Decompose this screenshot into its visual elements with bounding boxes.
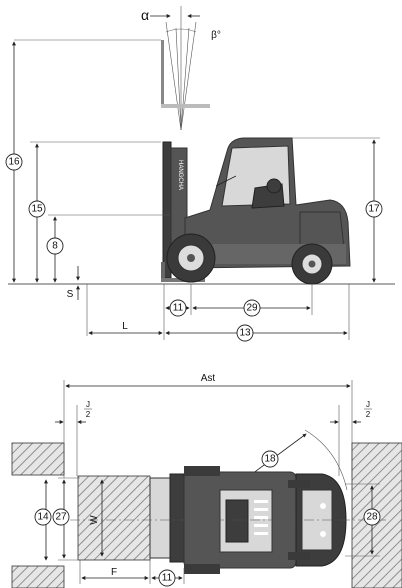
svg-text:16: 16 [8, 157, 20, 168]
dim-11-side: 11 [165, 299, 190, 317]
svg-text:2: 2 [86, 410, 91, 419]
wall-left-bottom [11, 565, 65, 588]
brand-text: HANGCHA [177, 160, 183, 190]
dim-27: 27 [52, 477, 80, 561]
wall-left-top [11, 442, 65, 476]
svg-text:13: 13 [239, 328, 251, 339]
svg-text:L: L [122, 321, 128, 332]
dim-14: 14 [34, 479, 52, 561]
dim-13: 13 [165, 324, 348, 342]
svg-text:11: 11 [173, 303, 184, 314]
svg-text:2: 2 [366, 410, 371, 419]
svg-text:W: W [89, 515, 100, 525]
svg-text:J: J [366, 400, 370, 409]
dim-s: S [67, 266, 80, 300]
top-view: Ast J 2 J 2 18 [11, 373, 402, 588]
alpha-label: α [141, 7, 149, 23]
turning-arc [304, 429, 348, 491]
svg-text:F: F [111, 567, 117, 578]
dim-29: 29 [192, 299, 311, 317]
svg-text:15: 15 [31, 204, 43, 215]
svg-text:S: S [67, 289, 74, 300]
raised-forks [14, 39, 210, 143]
pallet-load [77, 475, 151, 561]
rear-wheel [291, 243, 333, 285]
dim-L: L [88, 321, 163, 335]
svg-text:29: 29 [246, 303, 258, 314]
dim-28: 28 [345, 483, 381, 557]
dim-11-top: 11 [151, 568, 185, 587]
dim-j2-left: J 2 [55, 400, 92, 476]
svg-text:J: J [86, 400, 90, 409]
svg-text:18: 18 [264, 454, 276, 465]
dim-j2-right: J 2 [330, 400, 372, 476]
beta-label: β° [211, 30, 221, 41]
dim-15: 15 [28, 143, 46, 283]
dim-16: 16 [5, 41, 23, 283]
svg-text:28: 28 [366, 512, 378, 523]
dim-17: 17 [292, 137, 383, 283]
tilt-angle-lines: α β° [141, 6, 221, 131]
dim-8: 8 [46, 214, 170, 283]
side-view: α β° HANGCHA [5, 6, 395, 342]
svg-text:27: 27 [55, 512, 67, 523]
dim-ast: Ast [63, 373, 353, 478]
svg-text:Ast: Ast [201, 373, 216, 384]
svg-text:17: 17 [368, 204, 380, 215]
svg-text:14: 14 [37, 512, 49, 523]
front-wheel [166, 233, 216, 283]
svg-text:8: 8 [52, 241, 58, 252]
svg-text:11: 11 [162, 573, 173, 584]
dim-F: F [79, 560, 151, 584]
dim-W: W [89, 479, 104, 557]
